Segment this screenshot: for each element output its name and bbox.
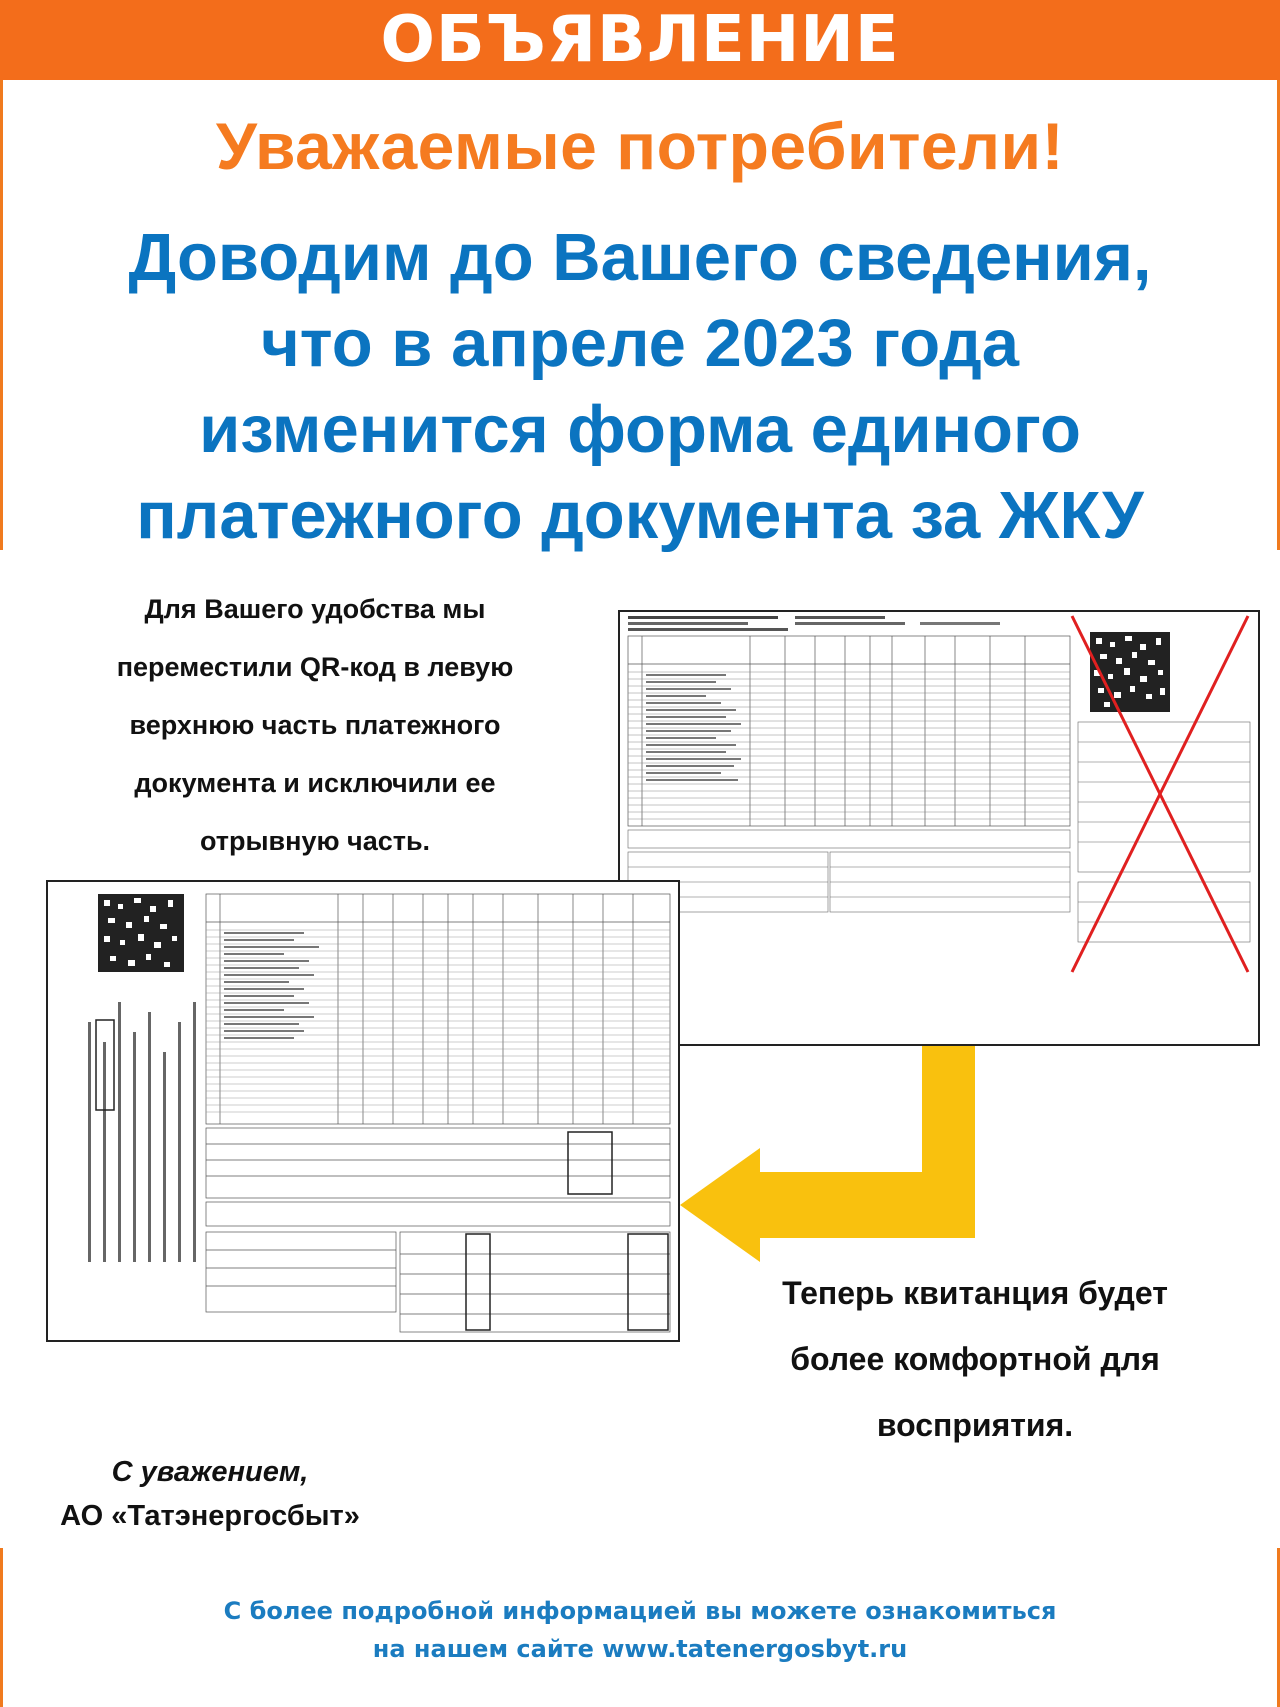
receipt-old-form-image — [618, 610, 1260, 1046]
signature-line-1: С уважением, — [111, 1456, 309, 1488]
main-headline: Доводим до Вашего сведения, что в апреле… — [40, 215, 1240, 559]
headline-line-1: Доводим до Вашего сведения, — [128, 220, 1152, 295]
comfort-info-line-1: Теперь квитанция будет — [782, 1275, 1168, 1311]
greeting-heading: Уважаемые потребители! — [215, 109, 1065, 183]
cross-out-icon — [1070, 615, 1250, 973]
qr-info-line-4: документа и исключили ее — [134, 768, 496, 798]
footer-line-2: на нашем сайте www.tatenergosbyt.ru — [372, 1635, 908, 1663]
receipt-new-form-image — [46, 880, 680, 1342]
signature-block: С уважением, АО «Татэнергосбыт» — [20, 1450, 400, 1538]
left-border-bottom — [0, 1548, 3, 1707]
signature-line-2: АО «Татэнергосбыт» — [60, 1500, 360, 1532]
qr-info-line-3: верхнюю часть платежного — [129, 710, 501, 740]
right-border-bottom — [1277, 1548, 1280, 1707]
qr-info-line-1: Для Вашего удобства мы — [144, 594, 486, 624]
qr-info-text: Для Вашего удобства мы переместили QR-ко… — [60, 580, 570, 870]
announcement-banner: ОБЪЯВЛЕНИЕ — [0, 0, 1280, 80]
comfort-info-text: Теперь квитанция будет более комфортной … — [720, 1260, 1230, 1458]
qr-info-line-2: переместили QR-код в левую — [116, 652, 514, 682]
comfort-info-line-2: более комфортной для — [790, 1341, 1160, 1377]
headline-line-4: платежного документа за ЖКУ — [136, 478, 1144, 553]
headline-line-2: что в апреле 2023 года — [260, 306, 1020, 381]
footer-line-1: С более подробной информацией вы можете … — [223, 1597, 1057, 1625]
qr-code-icon — [98, 894, 184, 972]
banner-title: ОБЪЯВЛЕНИЕ — [380, 3, 900, 77]
qr-info-line-5: отрывную часть. — [199, 826, 431, 856]
qr-code-icon — [1090, 632, 1170, 712]
comfort-info-line-3: восприятия. — [876, 1407, 1074, 1443]
right-border-top — [1277, 80, 1280, 550]
left-border-top — [0, 80, 3, 550]
footer-info: С более подробной информацией вы можете … — [0, 1592, 1280, 1668]
headline-line-3: изменится форма единого — [199, 392, 1081, 467]
